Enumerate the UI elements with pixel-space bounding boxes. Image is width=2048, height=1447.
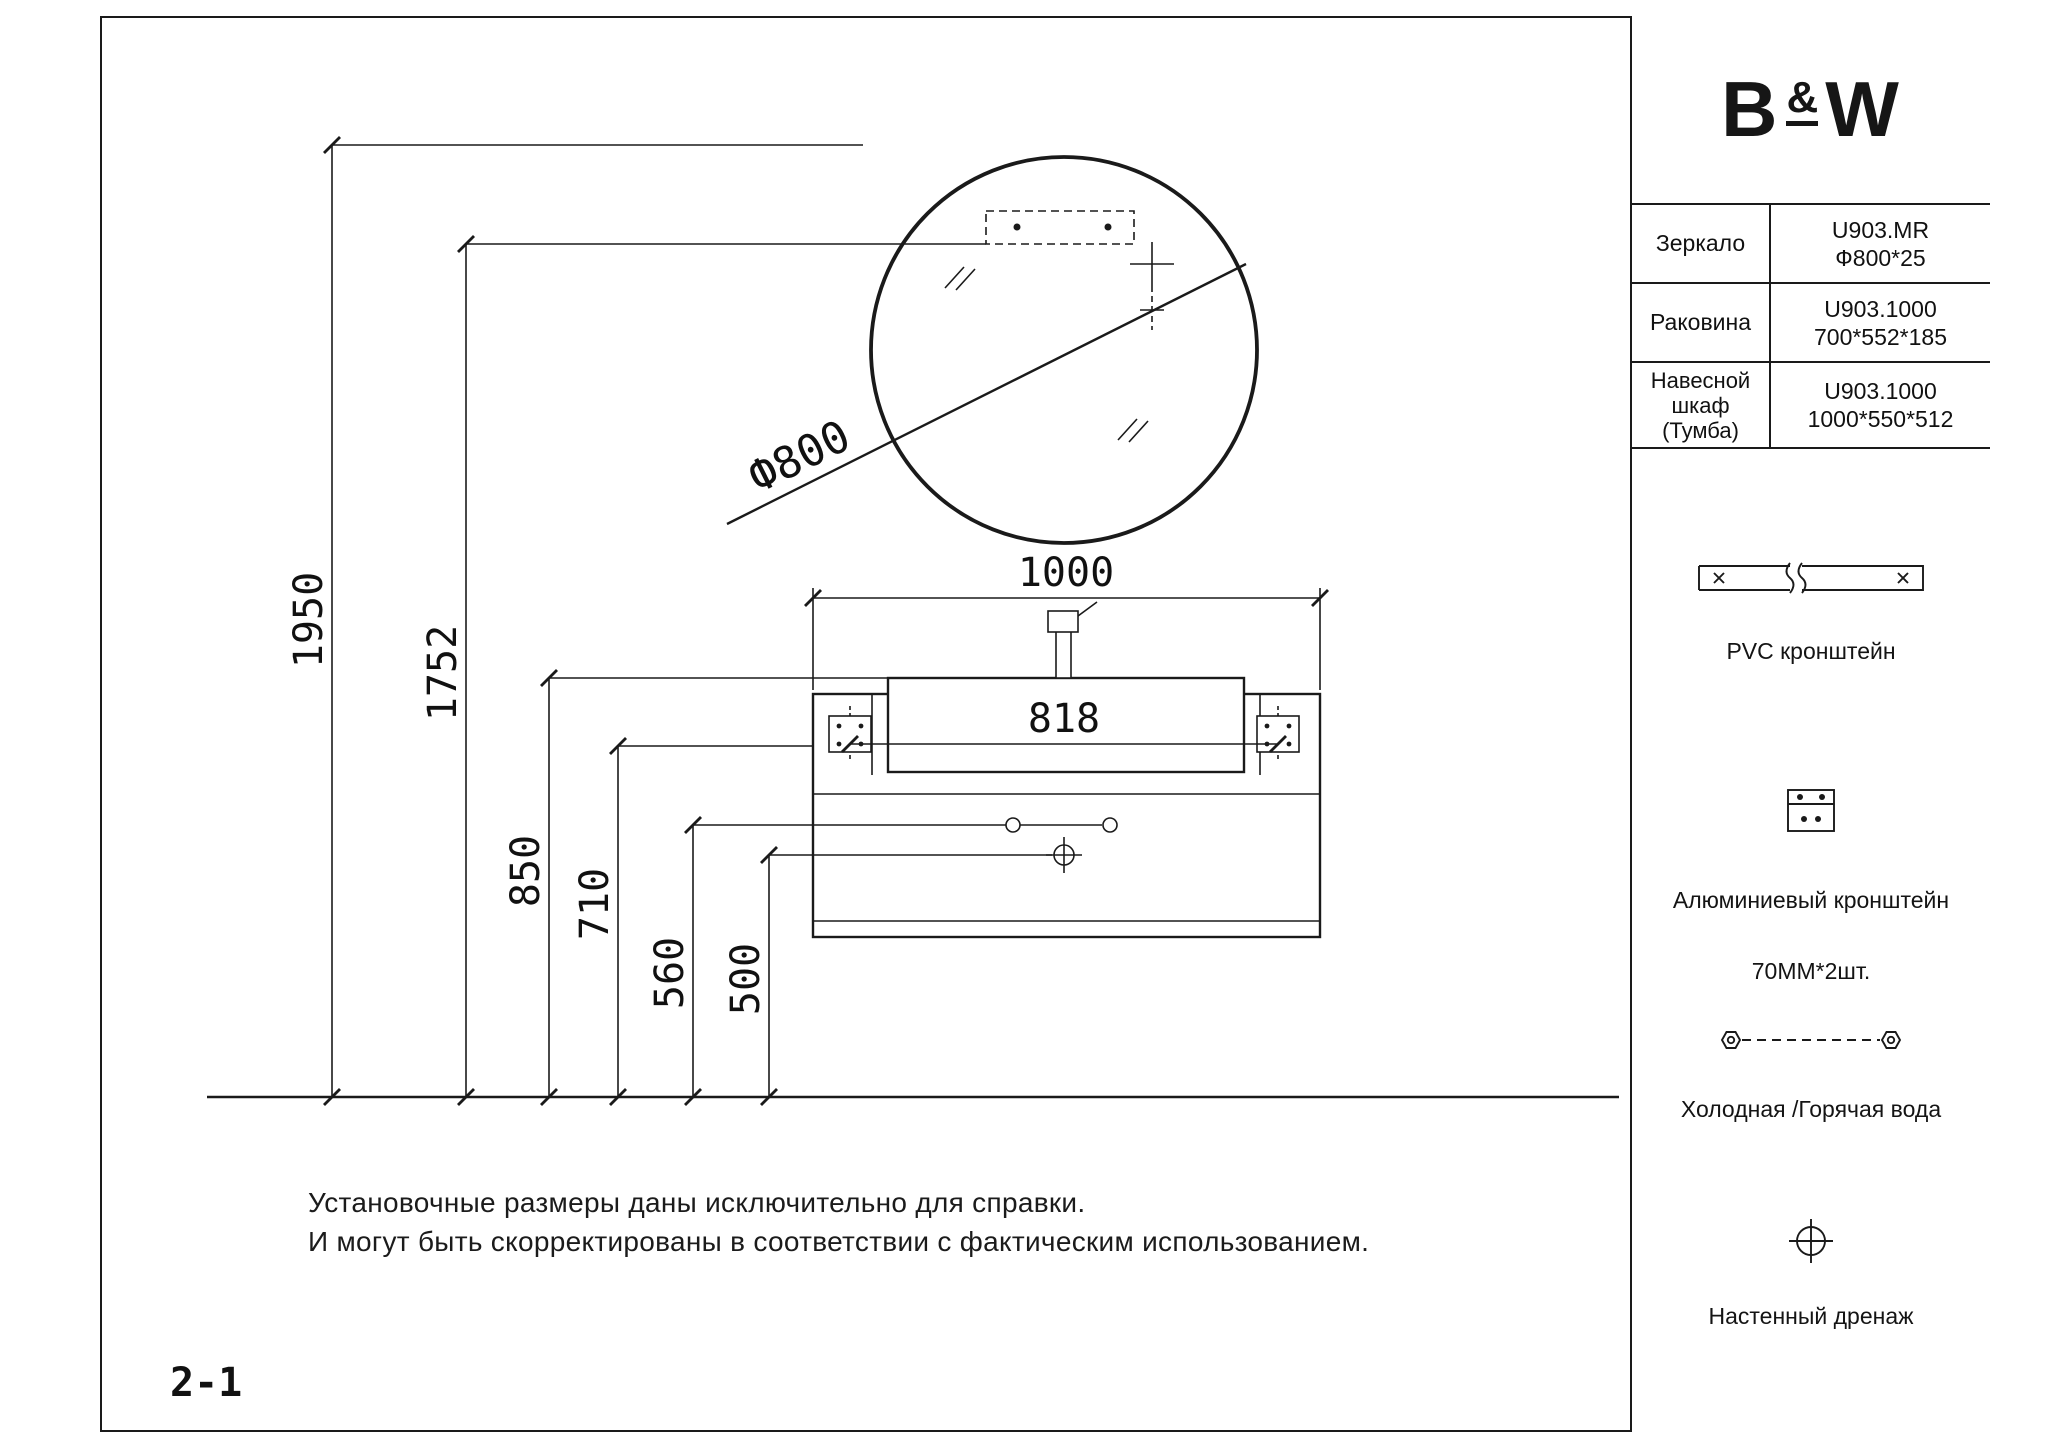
dimension-1950-label: 1950 xyxy=(286,572,332,668)
note-line-2: И могут быть скорректированы в соответст… xyxy=(308,1226,1370,1257)
brand-logo-b: B xyxy=(1721,65,1780,153)
page-number: 2-1 xyxy=(170,1360,243,1406)
glass-hatch-marks xyxy=(944,266,1149,443)
dimension-500-label: 500 xyxy=(723,943,769,1015)
spec-label-text: Раковина xyxy=(1649,309,1752,335)
dimension-1752: 1752 xyxy=(420,235,986,1106)
spec-value-line: 700*552*185 xyxy=(1813,323,1948,350)
dimension-1000: 1000 xyxy=(804,550,1329,690)
installation-note: Установочные размеры даны исключительно … xyxy=(308,1183,1369,1261)
spec-value-line: U903.1000 xyxy=(1824,295,1937,322)
spec-value-line: Ф800*25 xyxy=(1835,244,1926,271)
legend-aluminum-bracket: Алюминиевый кронштейн 70ММ*2шт. xyxy=(1632,781,1990,986)
dimension-500: 500 xyxy=(723,846,1052,1106)
brand-logo-ampersand: & xyxy=(1786,74,1819,127)
brand-logo-w: W xyxy=(1825,65,1901,153)
legend-drain-label: Настенный дренаж xyxy=(1708,1303,1914,1329)
note-line-1: Установочные размеры даны исключительно … xyxy=(308,1187,1086,1218)
dimension-850-label: 850 xyxy=(503,835,549,907)
pvc-bracket-icon xyxy=(1698,562,1924,594)
legend-aluminum-label-2: 70ММ*2шт. xyxy=(1751,958,1871,984)
dimension-818: 818 xyxy=(841,696,1287,753)
spec-value-line: U903.1000 xyxy=(1824,378,1937,404)
dimension-560: 560 xyxy=(647,816,1102,1106)
spec-row-mirror: Зеркало U903.MR Ф800*25 xyxy=(1632,205,1990,284)
spec-table: Зеркало U903.MR Ф800*25 Раковина U903.10… xyxy=(1632,205,1990,449)
spec-label-sink: Раковина xyxy=(1632,284,1771,361)
spec-label-text: Навесной xyxy=(1650,367,1751,393)
spec-row-cabinet: Навесной шкаф (Тумба) U903.1000 1000*550… xyxy=(1632,363,1990,449)
mirror-diameter-label: Ф800 xyxy=(741,411,859,504)
dimension-710-label: 710 xyxy=(572,868,618,940)
legend-drain: Настенный дренаж xyxy=(1632,1209,1990,1331)
water-supply-points xyxy=(1005,817,1118,833)
left-bracket xyxy=(828,706,872,762)
dimension-1000-label: 1000 xyxy=(1018,550,1114,596)
dimension-1752-label: 1752 xyxy=(420,625,466,721)
aluminum-bracket-icon xyxy=(1787,789,1835,832)
spec-label-mirror: Зеркало xyxy=(1632,205,1771,282)
legend-water: Холодная /Горячая вода xyxy=(1632,1022,1990,1124)
drain-point xyxy=(1046,837,1082,873)
dimension-710: 710 xyxy=(572,737,813,1106)
dimension-850: 850 xyxy=(503,669,888,1106)
spec-label-cabinet: Навесной шкаф (Тумба) xyxy=(1632,363,1771,447)
mirror-diagonal-leader xyxy=(726,262,1247,526)
faucet xyxy=(1047,601,1098,679)
wall-drain-icon xyxy=(1789,1219,1833,1263)
mirror-center-mark xyxy=(1130,242,1174,330)
mirror-circle xyxy=(869,155,1259,545)
spec-value-sink: U903.1000 700*552*185 xyxy=(1771,284,1990,361)
legend-pvc-label: PVC кронштейн xyxy=(1726,638,1896,664)
spec-label-text: (Тумба) xyxy=(1662,417,1739,443)
info-panel: B & W Зеркало U903.MR Ф800*25 Раковина U… xyxy=(1630,16,1990,1432)
spec-label-text: Зеркало xyxy=(1655,230,1746,256)
legend-pvc-bracket: PVC кронштейн xyxy=(1632,560,1990,666)
spec-label-text: шкаф xyxy=(1671,392,1730,418)
spec-row-sink: Раковина U903.1000 700*552*185 xyxy=(1632,284,1990,363)
brand-logo: B & W xyxy=(1632,16,1990,205)
dimension-560-label: 560 xyxy=(647,937,693,1009)
spec-value-line: 1000*550*512 xyxy=(1807,406,1954,432)
cabinet-drawing: 818 xyxy=(811,601,1322,939)
dimension-818-label: 818 xyxy=(1028,696,1100,742)
right-bracket xyxy=(1256,706,1300,762)
legend-aluminum-label-1: Алюминиевый кронштейн xyxy=(1672,887,1950,913)
spec-value-line: U903.MR xyxy=(1831,216,1930,243)
spec-value-mirror: U903.MR Ф800*25 xyxy=(1771,205,1990,282)
spec-value-cabinet: U903.1000 1000*550*512 xyxy=(1771,363,1990,447)
mirror-drawing: Ф800 xyxy=(726,155,1259,545)
legend-water-label: Холодная /Горячая вода xyxy=(1680,1096,1942,1122)
water-valves-icon xyxy=(1720,1031,1902,1049)
mirror-mount-plate xyxy=(985,210,1135,245)
basin-outline xyxy=(886,676,1246,774)
dimension-1950: 1950 xyxy=(286,136,863,1106)
